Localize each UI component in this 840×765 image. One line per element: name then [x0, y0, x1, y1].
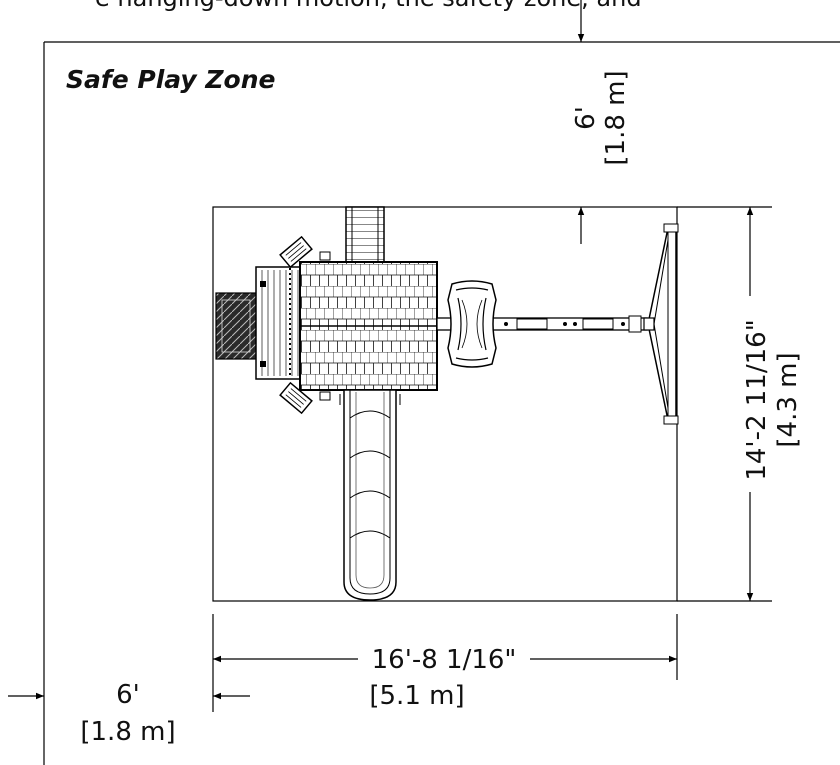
corner-blocks	[279, 235, 331, 415]
left-clearance-feet: 6'	[116, 680, 140, 710]
footprint-rect	[212, 206, 678, 602]
playset-top-view	[215, 206, 679, 601]
top-clearance-label: 6' [1.8 m]	[571, 70, 631, 165]
a-frame-legs	[643, 223, 679, 425]
top-clearance-meters: [1.8 m]	[601, 70, 631, 165]
glider-swing	[447, 280, 497, 368]
left-porch	[255, 266, 305, 380]
width-feet: 16'-8 1/16"	[372, 645, 517, 675]
safe-zone-boundary	[43, 41, 840, 765]
top-cut-text: e hanging-down motion, the safety zone, …	[95, 0, 642, 12]
top-clearance-feet: 6'	[571, 106, 601, 130]
depth-dimension	[677, 206, 772, 602]
depth-label: 14'-2 11/16" [4.3 m]	[742, 319, 803, 480]
climbing-ramp	[215, 292, 257, 360]
tube-slide	[339, 389, 401, 601]
zone-title: Safe Play Zone	[66, 65, 275, 94]
depth-feet: 14'-2 11/16"	[742, 319, 772, 480]
depth-meters: [4.3 m]	[773, 352, 803, 447]
left-clearance-meters: [1.8 m]	[80, 717, 175, 747]
width-meters: [5.1 m]	[369, 681, 464, 711]
